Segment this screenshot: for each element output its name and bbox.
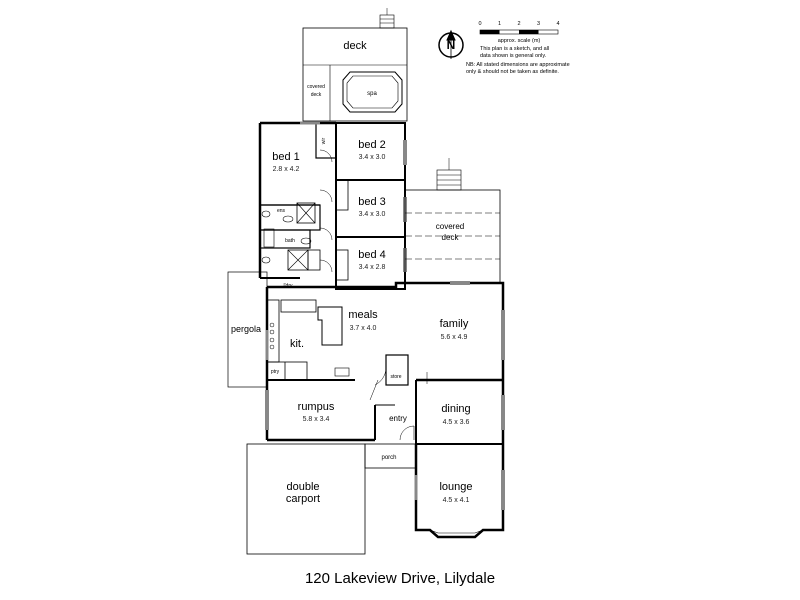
sketch-note-line2: data shown is general only. xyxy=(480,53,547,59)
ensuite-room xyxy=(259,204,321,231)
scale-tick-0: 0 xyxy=(478,21,481,27)
bed2-name: bed 2 xyxy=(358,139,386,151)
family-name: family xyxy=(440,318,469,330)
rear-deck-area xyxy=(302,8,408,122)
family-dims: 5.6 x 4.9 xyxy=(441,334,468,341)
bed4-room xyxy=(335,236,406,290)
meals-name: meals xyxy=(348,309,378,321)
kitchen-name: kit. xyxy=(290,338,304,350)
scale-tick-3: 3 xyxy=(537,21,540,27)
pergola-label: pergola xyxy=(231,324,261,334)
entry-label: entry xyxy=(389,414,407,423)
bath-label: bath xyxy=(285,238,295,244)
nb-note-line1: NB: All stated dimensions are approximat… xyxy=(466,62,570,68)
north-arrow-icon xyxy=(438,29,464,59)
property-address: 120 Lakeview Drive, Lilydale xyxy=(304,570,496,587)
deck-outline xyxy=(302,27,408,122)
covered-deck-label-1: covered xyxy=(436,222,464,231)
carport-label-1: double xyxy=(286,481,319,493)
covered-deck-right xyxy=(404,158,501,284)
scale-tick-4: 4 xyxy=(556,21,559,27)
bed3-room xyxy=(335,179,406,238)
deck-label: deck xyxy=(343,40,367,52)
deck-steps xyxy=(379,14,395,29)
pantry-label: ptry xyxy=(271,369,280,375)
covered-deck-label-2: deck xyxy=(442,233,460,242)
rumpus-name: rumpus xyxy=(298,401,335,413)
ens-label: ens xyxy=(277,208,286,214)
scale-tick-2: 2 xyxy=(517,21,520,27)
meals-dims: 3.7 x 4.0 xyxy=(350,325,377,332)
spa-outline xyxy=(342,71,403,113)
scale-bar xyxy=(479,29,559,35)
covered-deck-top-label-1: covered xyxy=(307,84,325,90)
bed2-dims: 3.4 x 3.0 xyxy=(359,154,386,161)
spa-label: spa xyxy=(367,91,377,97)
carport-area xyxy=(246,443,366,555)
rumpus-dims: 5.8 x 3.4 xyxy=(303,416,330,423)
dining-name: dining xyxy=(441,403,470,415)
carport-label-2: carport xyxy=(286,493,320,505)
bed1-name: bed 1 xyxy=(272,151,300,163)
scale-tick-1: 1 xyxy=(498,21,501,27)
bed4-dims: 3.4 x 2.8 xyxy=(359,264,386,271)
sketch-note-line1: This plan is a sketch, and all xyxy=(480,46,549,52)
lounge-name: lounge xyxy=(439,481,472,493)
bed3-name: bed 3 xyxy=(358,196,386,208)
wir-label: wir xyxy=(321,137,327,144)
lounge-walls xyxy=(414,444,505,539)
covered-deck-top-label-2: deck xyxy=(311,92,322,98)
porch-label: porch xyxy=(381,455,396,461)
bed2-room xyxy=(335,122,406,181)
nb-note-line2: only & should not be taken as definite. xyxy=(466,69,559,75)
scale-label: approx. scale (m) xyxy=(498,38,541,44)
dining-dims: 4.5 x 3.6 xyxy=(443,419,470,426)
store-label: store xyxy=(390,374,401,380)
bed3-dims: 3.4 x 3.0 xyxy=(359,211,386,218)
bed4-name: bed 4 xyxy=(358,249,386,261)
compass-letter: N xyxy=(447,38,456,52)
bed1-dims: 2.8 x 4.2 xyxy=(273,166,300,173)
lounge-dims: 4.5 x 4.1 xyxy=(443,497,470,504)
